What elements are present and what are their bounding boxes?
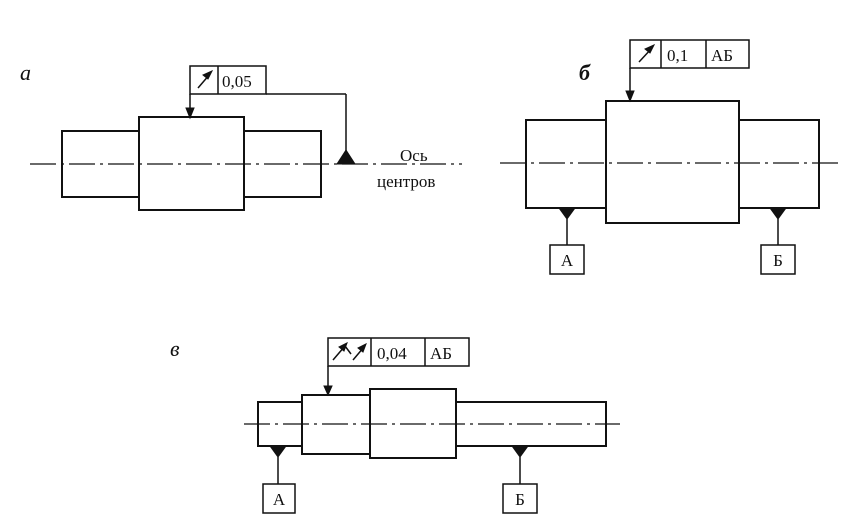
figure-b-datum-reference: АБ [711,46,733,65]
figure-b-datum-a-box [549,244,585,275]
figure-v-datum-b-box [502,483,538,514]
figure-a-tolerance-frame: 0,05 [189,65,267,95]
figure-a: а 0,05 Ось центров [20,60,462,211]
figure-b-tolerance-value: 0,1 [667,46,688,65]
figure-b: б 0,1 АБ А Б [500,39,838,275]
figure-a-axis-label-line2: центров [377,172,435,191]
circular-runout-arrow-icon [638,43,656,63]
figure-b-arrowhead [625,90,635,103]
figure-v-datum-b-triangle [511,445,529,458]
figure-v-arrowhead [323,385,333,397]
figure-b-datum-a-triangle [558,207,576,220]
figure-v-datum-a-box [262,483,296,514]
figure-b-tolerance-frame: 0,1 АБ [629,39,750,69]
figure-a-arrowhead [185,107,195,120]
figure-a-frame-border [189,65,267,95]
figure-b-frame-border [629,39,750,69]
figure-a-axis-label-line1: Ось [400,146,428,165]
total-runout-arrow-icon [332,341,367,361]
figure-v-letter: в [170,336,180,361]
figure-a-letter: а [20,60,31,85]
figure-b-shaft-right-step [738,119,820,209]
figure-b-datum-a-label: А [561,251,574,270]
figure-v-datum-a-triangle [269,445,287,458]
figure-v: в 0,04 АБ А [170,336,620,514]
figure-v-datum-a-label: А [273,490,286,509]
figure-a-datum-triangle [336,149,356,165]
figure-v-tolerance-value: 0,04 [377,344,407,363]
figure-v-frame-border [327,337,470,367]
figure-v-tolerance-frame: 0,04 АБ [327,337,470,367]
circular-runout-arrow-icon [197,69,214,89]
figure-b-datum-b-box [760,244,796,275]
figure-a-tolerance-value: 0,05 [222,72,252,91]
figure-b-shaft-center-step [605,100,740,224]
figure-b-datum-b-label: Б [773,251,783,270]
figure-b-datum-b-triangle [769,207,787,220]
figure-v-datum-b-label: Б [515,490,525,509]
figure-b-letter: б [579,60,591,85]
figure-b-shaft-left-step [525,119,607,209]
figure-v-datum-reference: АБ [430,344,452,363]
